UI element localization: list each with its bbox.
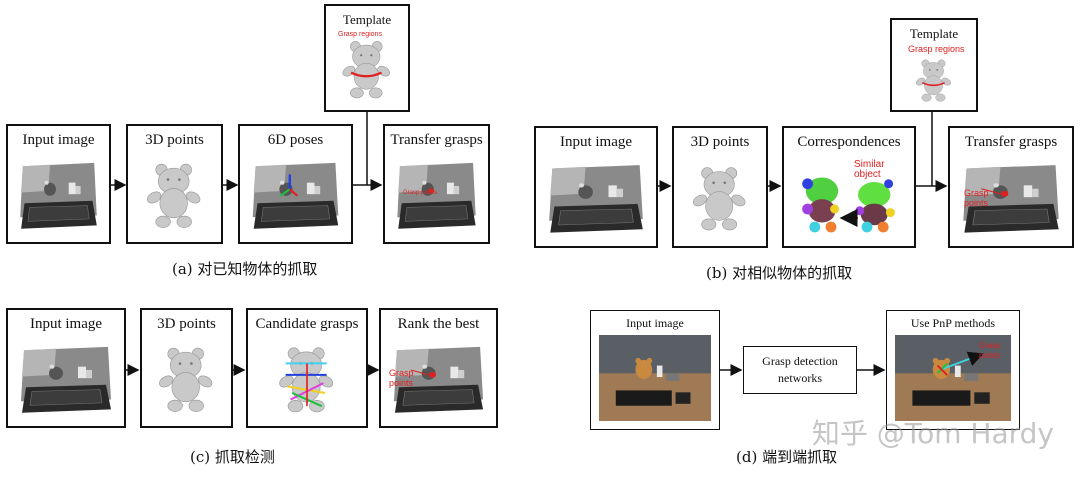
room-image-d1 (599, 335, 711, 421)
network-label-d: Grasp detection networks (762, 354, 838, 385)
template-title-a: Template (342, 12, 392, 27)
room-image-d2 (895, 335, 1011, 421)
pnp-title-d: Use PnP methods (910, 316, 996, 330)
rank-title-c: Rank the best (397, 316, 480, 332)
points-box-b: 3D points (672, 126, 768, 248)
watermark: 知乎 @Tom Hardy (811, 417, 1054, 450)
bear-points-a (142, 158, 207, 232)
input-image-box-a: Input image (6, 124, 111, 244)
network-box-d: Grasp detection networks (743, 346, 857, 394)
bear-points-b (688, 160, 752, 236)
grasp-regions-label-b: Grasp regions (908, 44, 965, 54)
points-box-c: 3D points (140, 308, 233, 428)
correspondences-title-b: Correspondences (797, 134, 901, 150)
rank-box-c: Rank the best Grasp points (379, 308, 498, 428)
input-image-box-c: Input image (6, 308, 126, 428)
candidate-title-c: Candidate grasps (255, 316, 359, 332)
scene-image-b2 (958, 160, 1064, 236)
transfer-title-b: Transfer grasps (964, 134, 1058, 150)
scene-image-a2 (248, 158, 343, 232)
transfer-box-a: Transfer grasps Grasp points (383, 124, 490, 244)
grasp-points-label-c: Grasp points (389, 368, 414, 388)
pnp-box-d: Use PnP methods Grasp points (886, 310, 1020, 430)
poses-title-a: 6D poses (267, 132, 324, 148)
template-title-b: Template (909, 26, 959, 41)
input-image-title-d: Input image (626, 316, 684, 330)
caption-b: (b) 对相似物体的抓取 (706, 264, 853, 282)
scene-image-c2 (389, 342, 488, 416)
points-box-a: 3D points (126, 124, 223, 244)
input-image-title-b: Input image (559, 134, 633, 150)
input-image-box-b: Input image (534, 126, 658, 248)
scene-image-a1 (16, 158, 101, 232)
grasp-points-label-a: Grasp points (403, 190, 438, 196)
caption-c: (c) 抓取检测 (190, 448, 275, 466)
candidate-grasps-figure-c (266, 342, 348, 416)
similar-object-label-b: Similar object (854, 159, 885, 180)
grasp-points-label-b: Grasp points (964, 188, 989, 208)
points-title-b: 3D points (690, 134, 750, 150)
template-box-a: Template Grasp regions (324, 4, 410, 112)
template-bear-b (906, 56, 962, 104)
scene-image-a3 (393, 158, 480, 232)
template-box-b: Template Grasp regions (890, 18, 978, 112)
input-image-title-c: Input image (29, 316, 103, 332)
correspondences-box-b: Correspondences Similar object (782, 126, 916, 248)
transfer-box-b: Transfer grasps Grasp points (948, 126, 1074, 248)
poses-box-a: 6D poses (238, 124, 353, 244)
bear-points-c (154, 342, 219, 416)
scene-image-c1 (16, 342, 116, 416)
candidate-box-c: Candidate grasps (246, 308, 368, 428)
input-image-title-a: Input image (22, 132, 95, 148)
points-title-c: 3D points (157, 316, 216, 332)
grasp-points-label-d: Grasp points (979, 341, 1001, 360)
points-title-a: 3D points (145, 132, 204, 148)
correspondence-figure-b (790, 164, 908, 236)
template-bear-a (338, 34, 396, 104)
grasp-regions-label-a: Grasp regions (338, 31, 382, 38)
input-image-box-d: Input image (590, 310, 720, 430)
transfer-title-a: Transfer grasps (390, 132, 483, 148)
caption-d: (d) 端到端抓取 (736, 448, 838, 466)
caption-a: (a) 对已知物体的抓取 (172, 260, 318, 278)
scene-image-b1 (544, 160, 648, 236)
